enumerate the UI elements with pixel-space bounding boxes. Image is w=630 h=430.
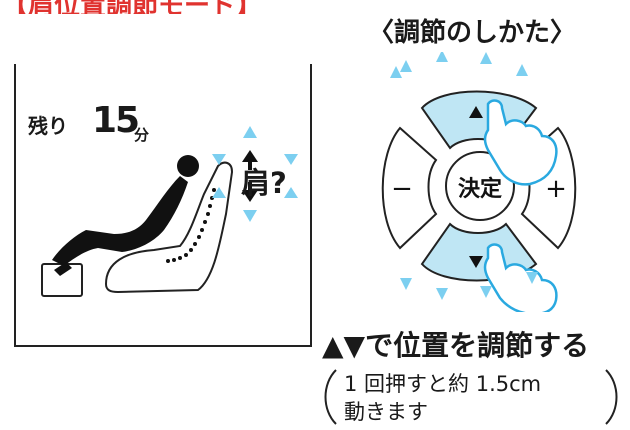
hand-pointer-icon [483, 99, 558, 186]
howto-title: 〈調節のしかた〉 [368, 18, 577, 48]
mode-header: 【肩位置調節モード】 [0, 0, 270, 14]
note-line-1: 1 回押すと約 1.5cm [344, 372, 542, 396]
blink-triangles-icon [212, 126, 298, 222]
plus-button-label: + [545, 174, 567, 204]
blink-triangles-top-icon [400, 52, 528, 76]
blink-triangles-side-icon [390, 66, 538, 284]
up-down-arrow-icon [242, 150, 258, 202]
remaining-time-unit: 分 [134, 126, 150, 144]
chair-icon [104, 161, 234, 294]
blink-triangles-bottom-icon [400, 278, 492, 300]
instruction-title: ▲▼で位置を調節する [322, 329, 590, 362]
display-panel [14, 64, 312, 347]
left-paren-icon [324, 369, 337, 425]
person-head-icon [177, 155, 199, 177]
instruction-note: 1 回押すと約 1.5cm 動きます [320, 366, 620, 426]
confirm-button[interactable] [445, 151, 515, 221]
target-area-label: 肩? [241, 166, 287, 200]
remaining-label: 残り [28, 114, 68, 138]
minus-button-label: − [391, 174, 413, 204]
person-body-icon [52, 176, 188, 266]
remote-controller: 決定 − + [381, 52, 577, 312]
minus-button[interactable] [381, 126, 438, 250]
remaining-time-value: 15 [92, 100, 140, 141]
note-line-2: 動きます [344, 400, 428, 424]
confirm-button-label: 決定 [458, 176, 502, 202]
hand-pointer-icon [483, 243, 558, 312]
right-paren-icon [605, 369, 618, 425]
mode-header-label: 【肩位置調節モード】 [2, 0, 262, 14]
